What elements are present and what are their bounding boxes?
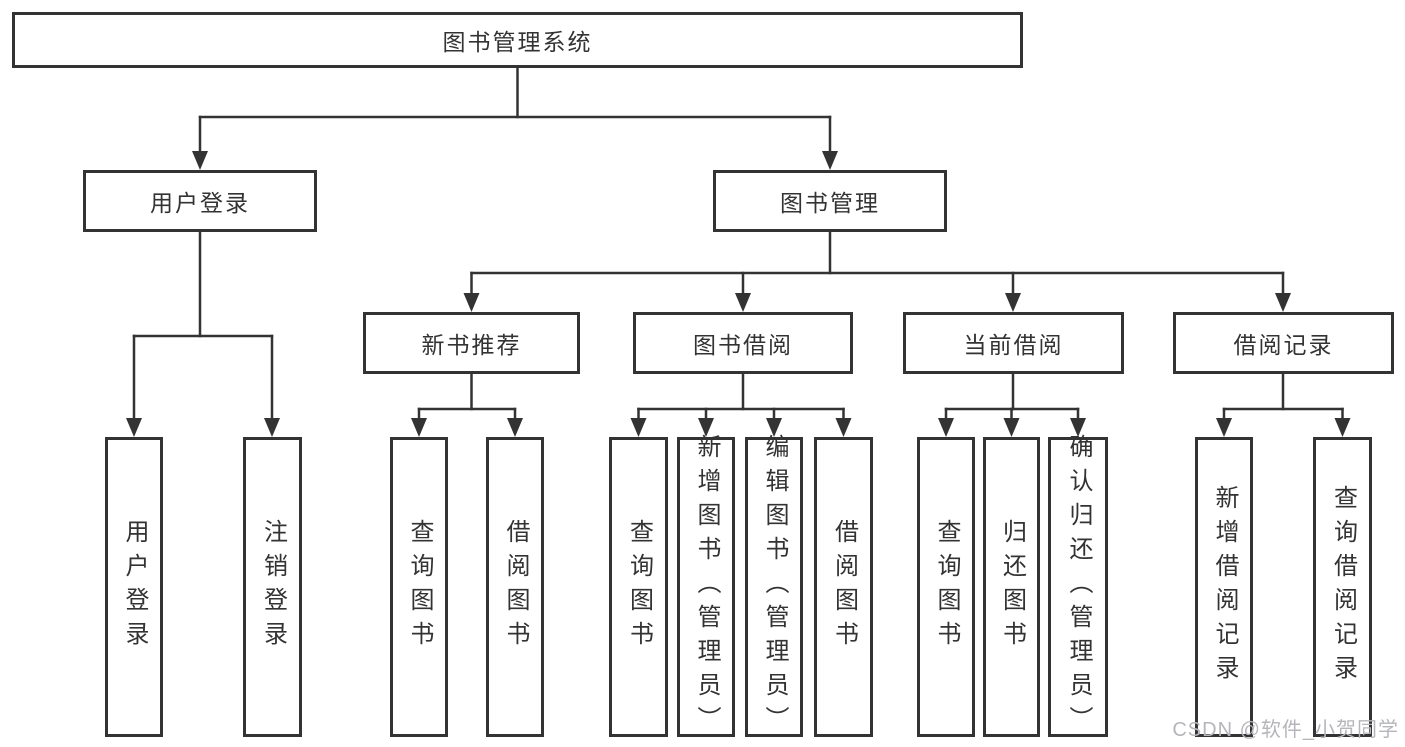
node-label: 当前借阅 bbox=[963, 332, 1064, 358]
node-label: 图书管理 bbox=[780, 190, 880, 216]
leaf-query-books-borrowing: 查询图书 bbox=[609, 437, 668, 737]
leaf-return-books: 归还图书 bbox=[983, 437, 1040, 737]
leaf-logout: 注销登录 bbox=[243, 437, 302, 737]
leaf-confirm-return-admin: 确认归还（管理员） bbox=[1048, 434, 1108, 740]
node-label: 归还图书 bbox=[998, 519, 1026, 655]
node-book-borrowing: 图书借阅 bbox=[633, 312, 853, 374]
leaf-borrow-books-borrowing: 借阅图书 bbox=[814, 437, 873, 737]
node-book-management: 图书管理 bbox=[713, 170, 947, 232]
node-label: 注销登录 bbox=[259, 519, 287, 655]
node-label: 用户登录 bbox=[150, 190, 250, 216]
node-label: 新增图书（管理员） bbox=[693, 434, 720, 740]
node-current-borrowing: 当前借阅 bbox=[903, 312, 1124, 374]
node-borrowing-records: 借阅记录 bbox=[1173, 312, 1394, 374]
leaf-add-book-admin: 新增图书（管理员） bbox=[677, 434, 735, 740]
watermark-text: CSDN @软件_小贺同学 bbox=[1172, 719, 1399, 741]
node-user-login: 用户登录 bbox=[83, 170, 317, 232]
node-label: 图书管理系统 bbox=[442, 29, 593, 55]
node-new-book-recommendation: 新书推荐 bbox=[363, 312, 580, 374]
node-label: 查询图书 bbox=[406, 519, 433, 655]
leaf-query-borrow-record: 查询借阅记录 bbox=[1313, 437, 1372, 737]
node-label: 编辑图书（管理员） bbox=[761, 434, 788, 740]
node-label: 查询图书 bbox=[933, 519, 960, 655]
node-label: 确认归还（管理员） bbox=[1065, 434, 1092, 740]
leaf-borrow-books-recommend: 借阅图书 bbox=[486, 437, 544, 737]
leaf-user-login: 用户登录 bbox=[105, 437, 163, 737]
node-label: 用户登录 bbox=[121, 519, 148, 655]
node-library-management-system: 图书管理系统 bbox=[12, 12, 1023, 68]
node-label: 查询图书 bbox=[625, 519, 653, 655]
node-label: 借阅图书 bbox=[502, 519, 529, 655]
node-label: 借阅记录 bbox=[1233, 332, 1334, 358]
node-label: 新增借阅记录 bbox=[1211, 485, 1238, 689]
leaf-add-borrow-record: 新增借阅记录 bbox=[1195, 437, 1253, 737]
node-label: 新书推荐 bbox=[421, 332, 522, 358]
node-label: 图书借阅 bbox=[693, 332, 793, 358]
leaf-query-books-recommend: 查询图书 bbox=[390, 437, 448, 737]
node-label: 借阅图书 bbox=[830, 519, 858, 655]
leaf-query-books-current: 查询图书 bbox=[917, 437, 975, 737]
leaf-edit-book-admin: 编辑图书（管理员） bbox=[745, 434, 803, 740]
node-label: 查询借阅记录 bbox=[1329, 485, 1357, 689]
